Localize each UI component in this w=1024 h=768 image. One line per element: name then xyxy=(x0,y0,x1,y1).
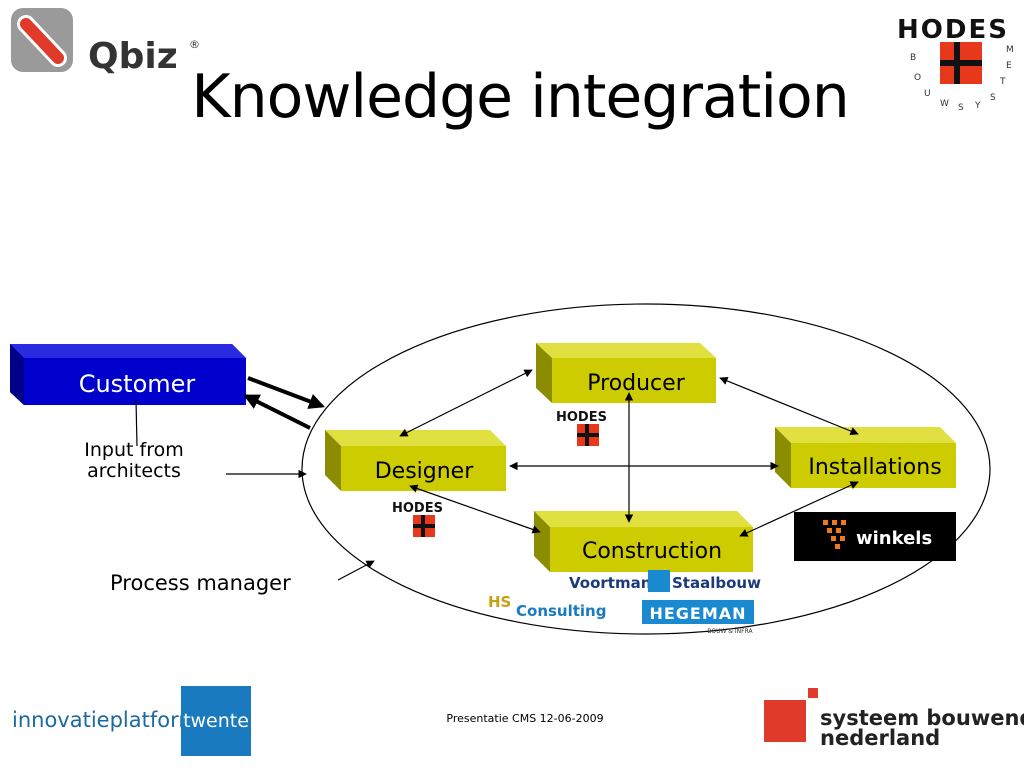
staalbouw-text: Staalbouw xyxy=(672,574,761,592)
construction-label: Construction xyxy=(582,539,722,564)
innovatie-text: innovatieplatform xyxy=(12,708,199,732)
hodes-logo-producer: HODES xyxy=(556,410,607,446)
qbiz-logo: Qbiz ® xyxy=(11,8,200,77)
input-label-line2: architects xyxy=(87,460,181,482)
hegeman-text: HEGEMAN xyxy=(649,604,746,623)
hegeman-subtext: BOUW & INFRA xyxy=(707,628,753,635)
hodes-logo-text: HODES xyxy=(897,15,1009,45)
producer-installations-link xyxy=(719,376,859,436)
input-from-architects-label: Input from architects xyxy=(64,440,204,482)
process-manager-arrow xyxy=(337,560,375,581)
hodes-logo-designer: HODES xyxy=(392,501,443,537)
twente-text: twente xyxy=(183,710,249,732)
hs-consulting-logo: HS Consulting xyxy=(488,593,606,620)
hs-text: HS xyxy=(488,593,511,611)
construction-installations-link xyxy=(739,481,859,537)
process-manager-label: Process manager xyxy=(110,571,291,595)
customer-node: Customer xyxy=(10,344,246,405)
designer-label: Designer xyxy=(375,459,474,484)
voortman-logo: Voortman Staalbouw xyxy=(569,570,761,592)
input-label-line1: Input from xyxy=(84,439,184,461)
systeembouwend-logo: systeem bouwend nederland xyxy=(764,688,1024,750)
customer-label: Customer xyxy=(79,370,196,398)
installations-label: Installations xyxy=(808,455,941,480)
integration-ellipse xyxy=(301,303,991,635)
designer-construction-link xyxy=(409,484,541,534)
voortman-text: Voortman xyxy=(569,574,651,592)
hegeman-logo: HEGEMAN BOUW & INFRA xyxy=(642,600,754,635)
producer-node: Producer xyxy=(536,343,716,403)
sbn-line2: nederland xyxy=(820,726,940,750)
winkels-logo: winkels xyxy=(794,512,956,561)
qbiz-logo-text: Qbiz xyxy=(88,36,178,77)
innovatieplatform-logo: innovatieplatform twente xyxy=(12,686,251,756)
installations-node: Installations xyxy=(775,427,956,488)
hodes-small-text-1: HODES xyxy=(556,410,607,425)
footer-text: Presentatie CMS 12-06-2009 xyxy=(446,712,604,725)
hodes-small-text-2: HODES xyxy=(392,501,443,516)
ellipse-to-customer-arrow xyxy=(243,394,311,430)
producer-label: Producer xyxy=(587,371,685,396)
consulting-text: Consulting xyxy=(516,602,606,620)
customer-to-ellipse-arrow xyxy=(247,376,325,409)
input-connector-line xyxy=(135,399,138,447)
winkels-logo-text: winkels xyxy=(856,528,932,549)
construction-node: Construction xyxy=(534,511,753,572)
designer-producer-link xyxy=(399,369,533,437)
designer-node: Designer xyxy=(325,430,506,491)
qbiz-logo-reg: ® xyxy=(189,38,200,51)
sbn-line1: systeem bouwend xyxy=(820,706,1024,730)
page-title: Knowledge integration xyxy=(191,62,850,132)
